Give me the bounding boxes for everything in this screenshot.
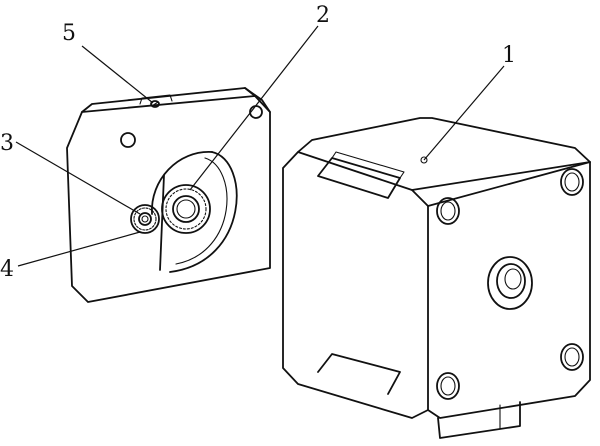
- callout-2: 2: [316, 3, 330, 28]
- set-screw: [150, 100, 160, 108]
- leader-line-5: [81, 45, 154, 104]
- callout-4: 4: [0, 257, 14, 282]
- gear-cover-plate: [66, 87, 271, 303]
- callout-3: 3: [0, 131, 14, 156]
- leader-line-4: [17, 231, 141, 267]
- motor-body: [282, 117, 591, 439]
- callout-5: 5: [62, 21, 76, 46]
- leader-line-3: [15, 141, 141, 215]
- large-gear: [161, 184, 211, 234]
- leader-line-1: [423, 65, 505, 161]
- small-gear: [130, 204, 160, 234]
- motor-shaft: [487, 256, 533, 310]
- callout-1: 1: [502, 43, 516, 68]
- leader-line-2: [189, 25, 319, 191]
